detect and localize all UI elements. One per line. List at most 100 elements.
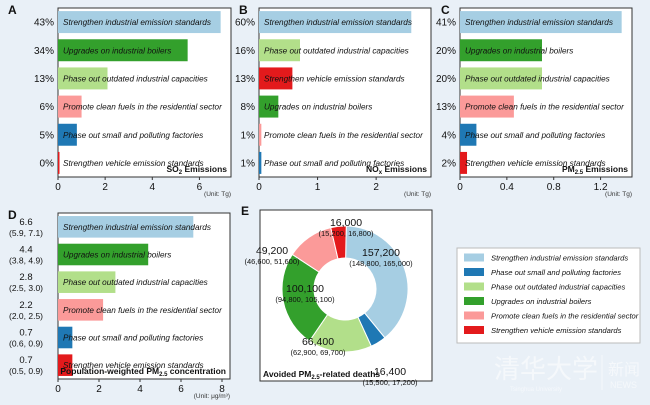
tick-label: 6 [197,182,203,193]
legend-swatch [464,311,484,320]
tick-label: 0.8 [547,182,561,193]
bar [58,354,73,376]
bar [58,67,108,90]
percent-label: 6% [40,102,55,113]
bar [259,39,300,62]
bar [58,95,82,118]
legend-swatch [464,253,484,262]
range-label: (2.5, 3.0) [9,283,43,293]
chart-title: PM2.5 Emissions [562,164,628,176]
bar [58,271,116,293]
percent-label: 0% [40,158,55,169]
value-label: 0.7 [19,328,32,339]
pie-slice [330,225,347,260]
bar-label: Phase out small and polluting factories [465,131,605,140]
tick-label: 0.4 [500,182,514,193]
tick-label: 2 [96,384,102,395]
percent-label: 5% [40,130,55,141]
chart-title: NOx Emissions [366,164,427,176]
percent-label: 13% [436,102,456,113]
percent-label: 4% [442,130,457,141]
panel-letter: C [441,3,450,17]
legend-box [456,247,641,344]
bar-label: Strengthen vehicle emission standards [264,74,405,83]
slice-value: 49,200 [256,245,288,257]
unit-label: (Unit: Tg) [204,191,231,198]
tick-label: 0 [55,182,61,193]
bar [259,95,279,118]
bar [58,39,188,62]
bar [259,11,412,34]
bar [58,11,221,34]
bar-label: Upgrades on industrial boilers [63,46,171,55]
bar-label: Upgrades on industrial boilers [264,103,372,112]
panel-letter: B [239,3,248,17]
tick-label: 1 [315,182,321,193]
chart-title: Avoided PM2.5-related deaths [263,369,380,381]
tick-label: 2 [102,182,108,193]
unit-label: (Unit: Tg) [605,191,632,198]
legend-swatch [464,297,484,305]
bar [460,67,542,90]
slice-range: (148,800, 165,000) [349,259,413,268]
pie-slice [345,225,409,339]
bar-label: Phase out small and polluting factories [264,159,404,168]
value-label: 0.7 [19,355,32,366]
plot-area [258,7,432,178]
plot-area [459,7,633,178]
range-label: (3.8, 4.9) [9,256,43,266]
bar-label: Strengthen vehicle emission standards [465,159,606,168]
value-label: 4.4 [19,245,32,256]
bar-label: Phase out small and polluting factories [63,334,203,343]
bar [460,123,477,146]
slice-range: (62,900, 69,700) [290,348,346,357]
bar-label: Upgrades on industrial boilers [63,251,171,260]
percent-label: 20% [436,74,456,85]
percent-label: 13% [34,74,54,85]
bar-label: Strengthen industrial emission standards [465,18,613,27]
tick-label: 0 [256,182,262,193]
unit-label: (Unit: Tg) [404,191,431,198]
bar-label: Promote clean fuels in the residential s… [264,131,423,140]
percent-label: 41% [436,18,456,29]
slice-value: 16,400 [374,366,406,378]
percent-label: 16% [235,46,255,57]
chart-title: Population-weighted PM2.5 concentration [60,366,226,378]
percent-label: 20% [436,46,456,57]
value-label: 6.6 [19,217,32,228]
percent-label: 13% [235,74,255,85]
tick-label: 6 [178,384,184,395]
bar-label: Phase out small and polluting factories [63,131,203,140]
bar [460,95,514,118]
bar [460,39,542,62]
tick-label: 0 [457,182,463,193]
range-label: (5.9, 7.1) [9,228,43,238]
bar-label: Promote clean fuels in the residential s… [63,103,222,112]
percent-label: 60% [235,18,255,29]
chart-title: SO2 Emissions [166,164,227,176]
value-label: 2.8 [19,272,32,283]
tick-label: 4 [137,384,143,395]
slice-range: (94,800, 105,100) [275,295,335,304]
legend-label: Phase out small and polluting factories [491,268,621,277]
bar-label: Strengthen vehicle emission standards [63,159,204,168]
bar [58,243,149,266]
plot-area [57,7,232,178]
bar-label: Strengthen vehicle emission standards [63,361,204,370]
panel-letter: E [241,204,249,218]
range-label: (0.6, 0.9) [9,339,43,349]
bar-label: Promote clean fuels in the residential s… [465,103,624,112]
range-label: (0.5, 0.9) [9,366,43,376]
value-label: 2.2 [19,300,32,311]
legend-label: Promote clean fuels in the residential s… [491,312,639,321]
bar [58,299,104,321]
bar-label: Promote clean fuels in the residential s… [63,306,222,315]
slice-range: (15,500, 17,200) [362,378,418,387]
panel-letter: D [8,208,17,222]
